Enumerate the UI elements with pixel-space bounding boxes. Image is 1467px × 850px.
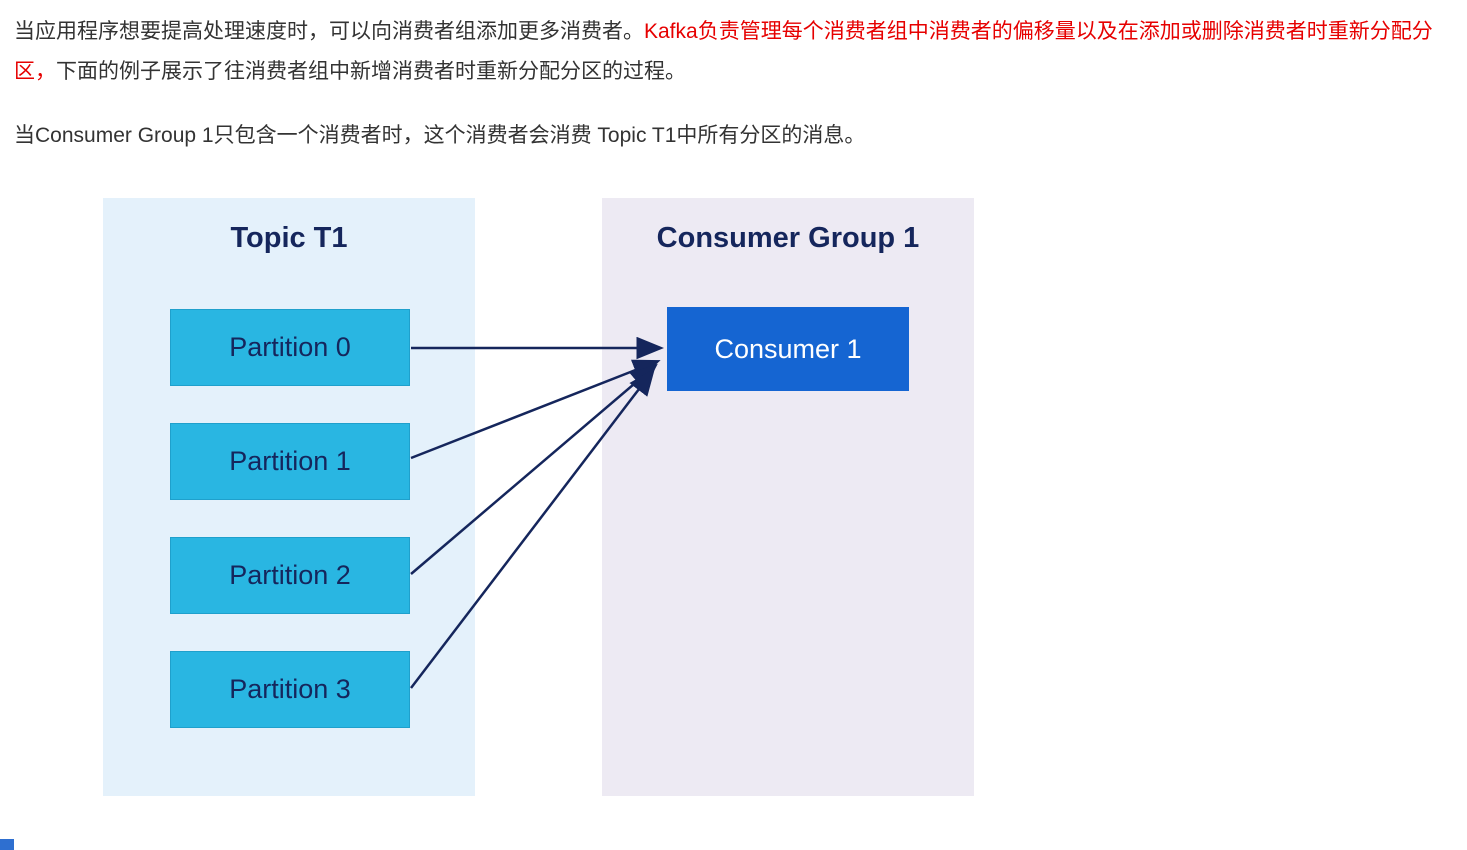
clipped-text-fragment bbox=[0, 839, 14, 850]
consumer-group-panel: Consumer Group 1 Consumer 1 bbox=[602, 198, 974, 796]
article-text: 当应用程序想要提高处理速度时，可以向消费者组添加更多消费者。Kafka负责管理每… bbox=[0, 0, 1467, 156]
paragraph-2: 当Consumer Group 1只包含一个消费者时，这个消费者会消费 Topi… bbox=[14, 116, 1439, 156]
topic-panel: Topic T1 Partition 0 Partition 1 Partiti… bbox=[103, 198, 475, 796]
paragraph-2-text: 当Consumer Group 1只包含一个消费者时，这个消费者会消费 Topi… bbox=[14, 124, 866, 147]
partition-box-1: Partition 1 bbox=[170, 423, 410, 500]
consumer-box-1: Consumer 1 bbox=[667, 307, 909, 391]
partition-box-0: Partition 0 bbox=[170, 309, 410, 386]
topic-panel-title: Topic T1 bbox=[230, 222, 348, 254]
paragraph-1-normal-start: 当应用程序想要提高处理速度时，可以向消费者组添加更多消费者。 bbox=[14, 20, 644, 43]
partition-box-2: Partition 2 bbox=[170, 537, 410, 614]
kafka-consumer-group-diagram: Topic T1 Partition 0 Partition 1 Partiti… bbox=[103, 198, 974, 796]
paragraph-1-red-highlight: Kafka负责管理每个消费者组中消费者的偏移量以及在添加或删除消费者时重新分配分… bbox=[14, 20, 1433, 83]
paragraph-1-normal-end: 下面的例子展示了往消费者组中新增消费者时重新分配分区的过程。 bbox=[56, 60, 686, 83]
paragraph-1: 当应用程序想要提高处理速度时，可以向消费者组添加更多消费者。Kafka负责管理每… bbox=[14, 12, 1439, 92]
consumer-group-title: Consumer Group 1 bbox=[656, 222, 920, 254]
partition-box-3: Partition 3 bbox=[170, 651, 410, 728]
